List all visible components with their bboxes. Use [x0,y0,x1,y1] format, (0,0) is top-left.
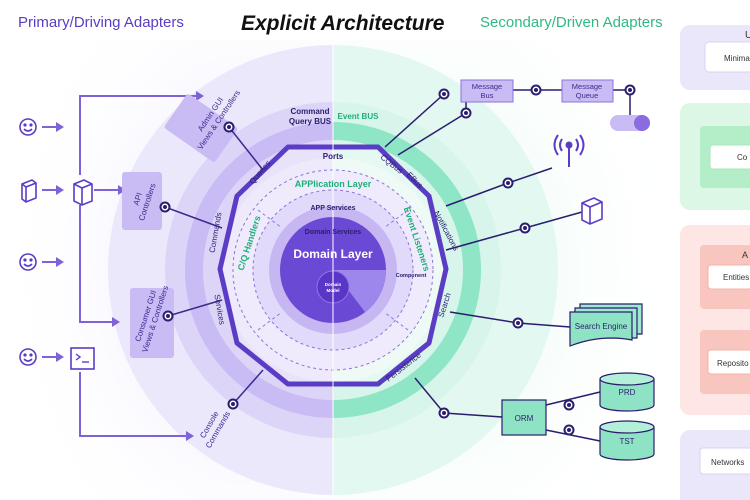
admin-gui-box [164,94,238,162]
app-services-label: APP Services [310,205,355,212]
command-query-bus-label-2: Query BUS [289,117,332,126]
domain-model-label-2: Model [327,288,340,293]
device-icon [73,179,93,206]
prd-label: PRD [619,388,636,397]
domain-model-label-1: Domain [325,282,342,287]
left-port-dots [163,125,235,406]
side-card3-item1: Entities [723,273,749,282]
orm-label: ORM [515,414,534,423]
domain-services-label: Domain Services [305,229,362,236]
search-engine-box [569,303,643,347]
side-card3-title: A [742,250,748,260]
device-icon [21,179,37,203]
prd-database [599,372,655,412]
api-box [122,172,162,230]
message-queue-label-2: Queue [576,91,599,100]
right-port-dots [442,88,632,432]
diagram-title: Explicit Architecture [241,12,445,35]
orm-box [501,399,547,436]
device-icon [581,197,603,225]
right-ports [438,84,636,436]
right-connectors [384,89,631,442]
smiley-icon [19,253,37,271]
component-label: Component [396,273,427,279]
primary-adapters-title: Primary/Driving Adapters [18,14,184,31]
message-bus-label-1: Message [472,82,502,91]
command-query-bus-label-1: Command [290,107,329,116]
side-card3-item2: Reposito [717,359,749,368]
antenna-icon [553,134,585,167]
secondary-adapters-title: Secondary/Driven Adapters [480,14,663,31]
smiley-icon [19,348,37,366]
api-label-1: API [132,191,145,206]
side-card4-label: Networks [711,458,744,467]
message-queue-box [561,79,614,103]
terminal-icon [70,347,95,370]
message-queue-label-1: Message [572,82,602,91]
side-card1-label: Minima [724,54,750,63]
message-bus-label-2: Bus [481,91,494,100]
left-connectors [164,126,264,405]
message-bus-box [460,79,514,103]
left-arrows [42,95,196,437]
search-engine-label: Search Engine [575,322,628,331]
event-bus-label: Event BUS [338,112,380,121]
ports-label: Ports [323,152,344,161]
tst-database [599,420,655,461]
left-arrowheads [56,91,204,441]
side-card2-label: Co [737,153,748,162]
tst-label: TST [619,437,634,446]
application-layer-label: APPlication Layer [295,179,372,189]
side-top-label: U [745,30,750,41]
consumer-gui-box [130,288,174,358]
toggle-icon [610,115,650,131]
domain-layer-label: Domain Layer [293,247,373,261]
side-panel [680,25,750,500]
smiley-icon [19,118,37,136]
